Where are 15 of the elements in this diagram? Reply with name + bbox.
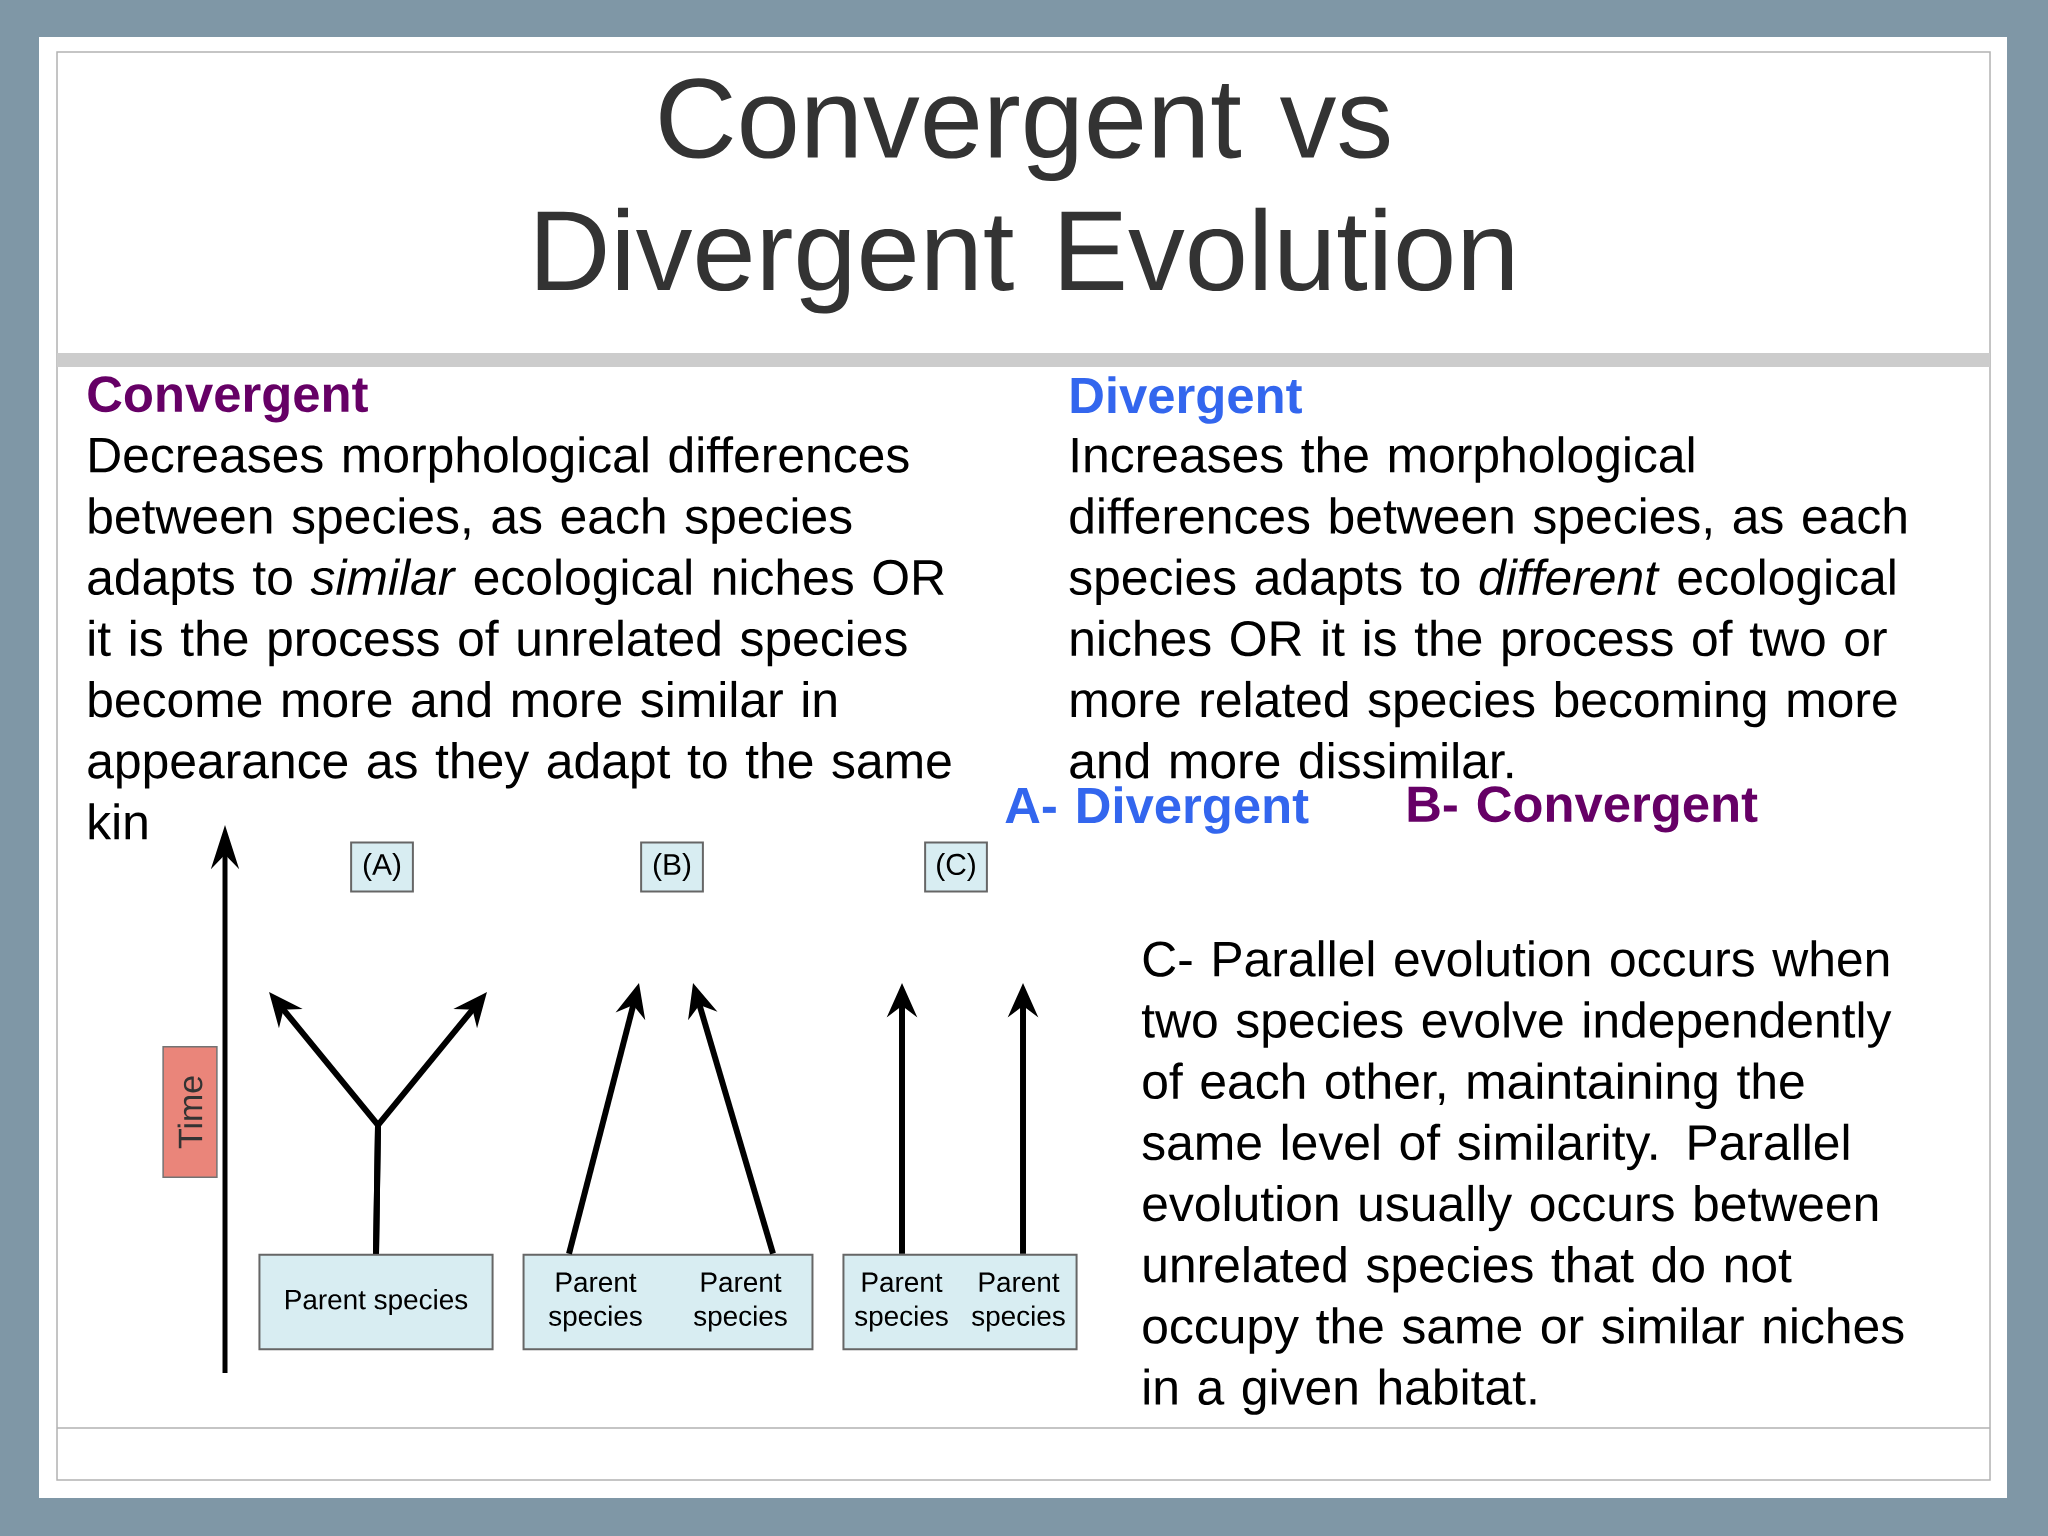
time-label-box: Time — [162, 1046, 218, 1178]
section-heading: Divergent — [1071, 376, 1302, 424]
slide-title: Convergent vs Divergent Evolution — [537, 78, 1512, 314]
definition-text: Increases the morphological differences between species, as each species adapts to different ecological niches OR it is the process of two or more related species becoming more and more dissimilar. — [1069, 436, 1906, 779]
parent-species-box: Parent species Parent species — [842, 1253, 1078, 1351]
answer-label: A- Divergent — [1005, 786, 1309, 834]
parent-species-box: Parent species — [258, 1253, 494, 1351]
panel-letter-box: (C) — [924, 841, 988, 893]
panel-letter-box: (B) — [640, 841, 704, 893]
panel-letter-box: (A) — [350, 841, 414, 893]
explanation-text: C- Parallel evolution occurs when two species evolve independently of each other, maintaining the same level of similarity. Parallel evolution usually occurs between unrelated species that do not occupy the same or similar niches in a given habitat. — [1141, 940, 1904, 1415]
section-heading: Convergent — [88, 376, 368, 423]
parent-species-box: Parent species Parent species — [522, 1253, 814, 1351]
definition-text: Decreases morphological differences between species, as each species adapts to similar ecological niches OR it is the process of unrelated species become more and more similar in appearance as they adapt to the same kin — [88, 436, 951, 840]
answer-label: B- Convergent — [1408, 786, 1758, 833]
